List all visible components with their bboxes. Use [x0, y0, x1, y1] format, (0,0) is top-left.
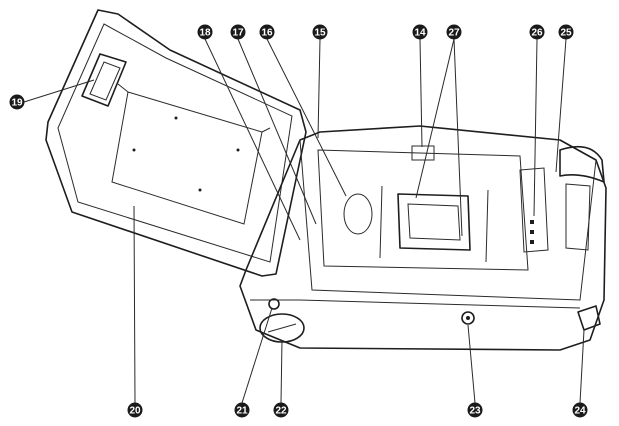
svg-text:24: 24: [574, 406, 586, 417]
callout-24: 24: [572, 402, 588, 418]
svg-text:19: 19: [11, 98, 23, 109]
leader-lines: [23, 38, 585, 404]
svg-text:15: 15: [314, 28, 326, 39]
camera-bottom: [259, 298, 601, 343]
callout-22: 22: [273, 402, 289, 418]
strap-eyelet: [577, 305, 601, 331]
callout-19: 19: [9, 94, 25, 110]
callout-27: 27: [446, 24, 462, 40]
callout-21: 21: [234, 402, 250, 418]
svg-text:25: 25: [560, 28, 572, 39]
svg-text:21: 21: [236, 406, 248, 417]
svg-text:17: 17: [232, 28, 244, 39]
svg-text:18: 18: [199, 28, 211, 39]
camera-drawing: [45, 9, 607, 351]
film-cartridge-chamber: [343, 193, 373, 235]
callouts: 14 15 16 17 18 19 20 21: [9, 24, 588, 418]
back-door: [45, 9, 307, 277]
film-gate: [397, 193, 471, 251]
svg-text:27: 27: [448, 28, 460, 39]
callout-17: 17: [230, 24, 246, 40]
film-window: [81, 53, 127, 107]
svg-text:26: 26: [531, 28, 543, 39]
rewind-button: [268, 298, 280, 310]
camera-body: [239, 125, 607, 351]
callout-26: 26: [529, 24, 545, 40]
svg-text:23: 23: [469, 406, 481, 417]
callout-18: 18: [197, 24, 213, 40]
callout-25: 25: [558, 24, 574, 40]
callout-16: 16: [259, 24, 275, 40]
callout-20: 20: [127, 402, 143, 418]
tripod-socket: [461, 311, 475, 325]
svg-text:14: 14: [414, 28, 426, 39]
rewind-crank: [559, 145, 605, 183]
callout-14: 14: [412, 24, 428, 40]
callout-15: 15: [312, 24, 328, 40]
svg-text:22: 22: [275, 406, 287, 417]
svg-text:20: 20: [129, 406, 141, 417]
callout-23: 23: [467, 402, 483, 418]
svg-text:16: 16: [261, 28, 273, 39]
